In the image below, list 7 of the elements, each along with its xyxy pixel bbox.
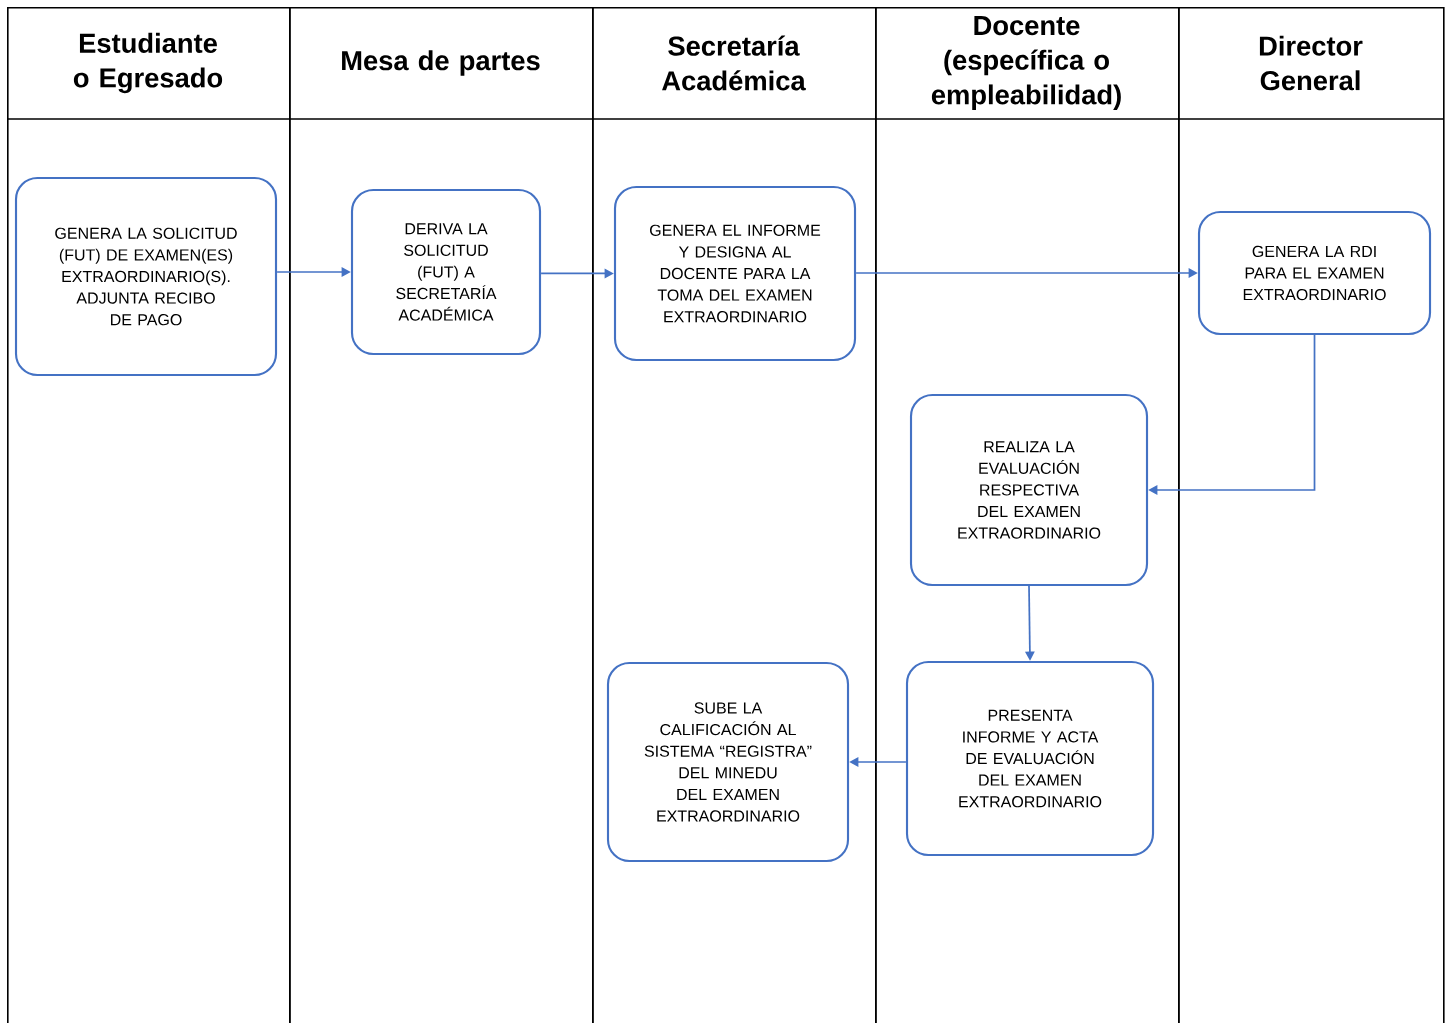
process-box: SUBE LA CALIFICACIÓN AL SISTEMA “REGISTRA” DEL MINEDU DEL EXAMEN EXTRAORDINARIO — [606, 661, 850, 863]
process-box: REALIZA LA EVALUACIÓN RESPECTIVA DEL EXAMEN EXTRAORDINARIO — [909, 393, 1149, 587]
process-box: GENERA LA SOLICITUD (FUT) DE EXAMEN(ES) EXTRAORDINARIO(S). ADJUNTA RECIBO DE PAGO — [14, 176, 278, 377]
process-box: PRESENTA INFORME Y ACTA DE EVALUACIÓN DEL EXAMEN EXTRAORDINARIO — [905, 660, 1155, 857]
process-box: GENERA EL INFORME Y DESIGNA AL DOCENTE PARA LA TOMA DEL EXAMEN EXTRAORDINARIO — [613, 185, 857, 362]
process-box: GENERA LA RDI PARA EL EXAMEN EXTRAORDINARIO — [1197, 210, 1432, 336]
process-box: DERIVA LA SOLICITUD (FUT) A SECRETARÍA ACADÉMICA — [350, 188, 542, 356]
